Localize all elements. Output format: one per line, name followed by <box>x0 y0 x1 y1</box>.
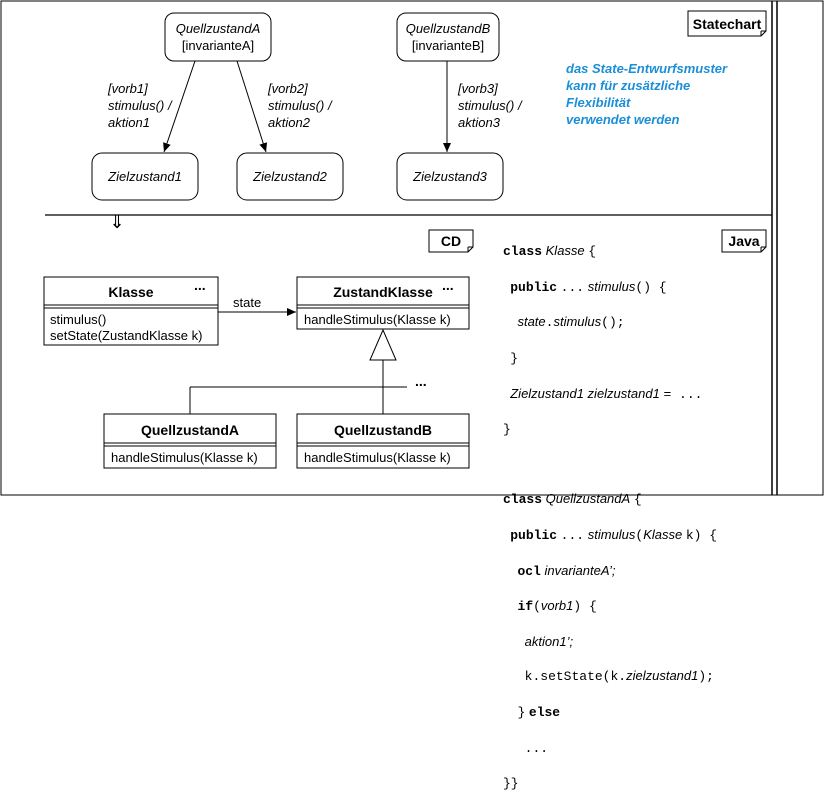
action: aktion3 <box>458 115 501 130</box>
code-line-4: } <box>510 351 519 367</box>
code-line-9: ocl invarianteA’; <box>517 562 616 579</box>
class-zustandklasse: ZustandKlasse ... handleStimulus(Klasse … <box>296 276 470 330</box>
code-line-8: public ... stimulus(Klasse k) { <box>510 527 718 544</box>
code-line-15: }} <box>503 776 519 792</box>
transition-label-2: [vorb2] stimulus() / aktion2 <box>267 81 333 130</box>
design-pattern-note: das State-Entwurfsmuster kann für zusätz… <box>566 60 766 128</box>
transition-arrow-1 <box>163 60 196 153</box>
transition-label-1: [vorb1] stimulus() / aktion1 <box>107 81 173 130</box>
diagram-canvas: ⇓ Statechart QuellzustandA [invarianteA]… <box>0 0 824 496</box>
class-name: ZustandKlasse <box>333 284 433 300</box>
inheritance-dots: ... <box>415 373 427 389</box>
class-name: QuellzustandB <box>334 422 432 438</box>
code-line-5: Zielzustand1 zielzustand1 = ... <box>510 385 703 402</box>
code-line-3: state.stimulus(); <box>517 314 625 331</box>
note-line: das State-Entwurfsmuster <box>566 61 728 76</box>
state-name: QuellzustandA <box>176 21 261 36</box>
class-dots: ... <box>442 277 454 293</box>
code-line-13: } else <box>517 705 561 721</box>
class-method: handleStimulus(Klasse k) <box>304 450 451 465</box>
cd-tag: CD <box>428 229 474 253</box>
guard: [vorb2] <box>267 81 308 96</box>
note-line: Flexibilität <box>566 95 631 110</box>
class-quellzustand-b: QuellzustandB handleStimulus(Klasse k) <box>296 413 470 469</box>
class-dots: ... <box>194 277 206 293</box>
note-line: kann für zusätzliche <box>566 78 691 93</box>
stimulus: stimulus() / <box>268 98 333 113</box>
class-name: Klasse <box>108 284 153 300</box>
code-line-11: aktion1’; <box>524 633 574 649</box>
outer-frame <box>0 0 824 496</box>
note-line: verwendet werden <box>566 112 680 127</box>
class-method: setState(ZustandKlasse k) <box>50 328 202 343</box>
code-line-6: } <box>503 422 511 438</box>
guard: [vorb1] <box>107 81 148 96</box>
action: aktion1 <box>108 115 150 130</box>
code-line-2: public ... stimulus() { <box>510 278 667 295</box>
state-name: Zielzustand2 <box>252 169 327 184</box>
state-name: QuellzustandB <box>406 21 491 36</box>
association-label: state <box>233 295 261 310</box>
java-tag: Java <box>721 229 767 253</box>
state-invariant: [invarianteA] <box>182 38 254 53</box>
guard: [vorb3] <box>457 81 498 96</box>
state-zielzustand-1: Zielzustand1 <box>91 152 199 201</box>
state-zielzustand-2: Zielzustand2 <box>236 152 344 201</box>
state-name: Zielzustand1 <box>107 169 182 184</box>
class-method: handleStimulus(Klasse k) <box>304 312 451 327</box>
inheritance-triangle <box>369 328 397 361</box>
state-quellzustand-b: QuellzustandB [invarianteB] <box>396 12 500 62</box>
transition-arrow-2 <box>236 60 268 153</box>
transition-label-3: [vorb3] stimulus() / aktion3 <box>457 81 523 130</box>
stimulus: stimulus() / <box>458 98 523 113</box>
class-method: handleStimulus(Klasse k) <box>111 450 258 465</box>
code-line-blank <box>503 456 773 473</box>
state-name: Zielzustand3 <box>412 169 487 184</box>
action: aktion2 <box>268 115 311 130</box>
statechart-tag-label: Statechart <box>693 16 762 32</box>
class-quellzustand-a: QuellzustandA handleStimulus(Klasse k) <box>103 413 277 469</box>
class-method: stimulus() <box>50 312 106 327</box>
state-quellzustand-a: QuellzustandA [invarianteA] <box>164 12 272 62</box>
state-zielzustand-3: Zielzustand3 <box>396 152 504 201</box>
cd-tag-label: CD <box>441 233 461 249</box>
state-invariant: [invarianteB] <box>412 38 484 53</box>
stimulus: stimulus() / <box>108 98 173 113</box>
transform-arrow: ⇓ <box>109 212 124 232</box>
class-klasse: Klasse ... stimulus() setState(ZustandKl… <box>43 276 219 346</box>
java-code: class Klasse { public ... stimulus() { s… <box>503 225 773 810</box>
code-line-10: if(vorb1) { <box>517 598 597 615</box>
code-line-1: class Klasse { <box>503 243 597 260</box>
code-line-14: ... <box>524 740 549 756</box>
class-name: QuellzustandA <box>141 422 239 438</box>
code-line-12: k.setState(k.zielzustand1); <box>524 668 714 685</box>
statechart-tag: Statechart <box>687 10 767 37</box>
java-tag-label: Java <box>728 233 759 249</box>
